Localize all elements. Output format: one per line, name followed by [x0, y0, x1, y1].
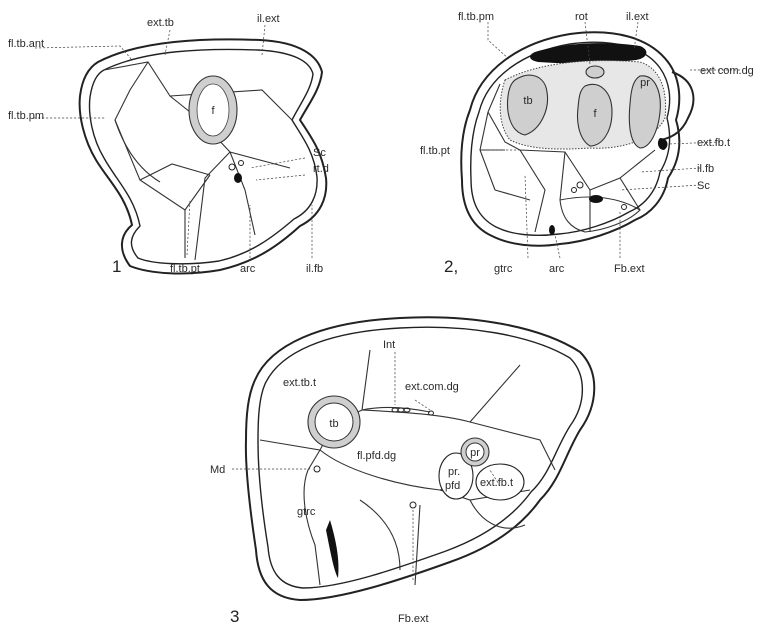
fig2-label-ext-fb-t: ext.fb.t — [697, 137, 730, 149]
fig3-inner-outline — [258, 327, 582, 588]
fig1-label-sc: Sc — [313, 147, 326, 159]
fig2-label-il-fb: il.fb — [697, 163, 714, 175]
fig2-label-pr: pr — [640, 77, 650, 89]
fig2-label-arc: arc — [549, 263, 565, 275]
figure-3: tb pr Int ext.tb.t ext.com.dg Md fl.pfd.… — [210, 317, 594, 626]
fig3-label-pr: pr — [470, 447, 480, 459]
figure-1: f fl.tb.ant ext.tb il.ext fl.tb.pm Sc rt… — [8, 13, 329, 276]
fig2-label-sc: Sc — [697, 180, 710, 192]
fig2-label-rot: rot — [575, 11, 588, 23]
fig2-extensor-black-band — [530, 43, 646, 63]
fig1-vessel-small-2 — [239, 161, 244, 166]
figure-2: tb f pr fl.tb.pm rot il.ext ext com.dg f… — [420, 11, 754, 276]
fig1-label-fl-tb-pm: fl.tb.pm — [8, 110, 44, 122]
fig1-label-arc: arc — [240, 263, 256, 275]
fig2-vessel-3 — [577, 182, 583, 188]
fig3-gtrc-black-band — [326, 520, 339, 578]
fig1-tibialis-posterior-edge — [115, 120, 185, 258]
fig3-label-ext-fb-t: ext.fb.t — [480, 477, 513, 489]
fig2-vessel-4 — [572, 188, 577, 193]
fig1-label-fl-tb-pt: fl.tb.pt — [170, 263, 200, 275]
fig3-number: 3 — [230, 607, 239, 626]
fig3-label-fl-pfd-dg: fl.pfd.dg — [357, 450, 396, 462]
fig2-label-gtrc: gtrc — [494, 263, 513, 275]
fig2-label-fl-tb-pm: fl.tb.pm — [458, 11, 494, 23]
fig3-fb-ext-vessel — [410, 502, 416, 508]
fig2-vessel-5 — [622, 205, 627, 210]
fig3-label-fb-ext: Fb.ext — [398, 613, 429, 625]
fig1-label-ext-tb: ext.tb — [147, 17, 174, 29]
fig2-vessel-2 — [549, 225, 555, 235]
fig2-rot-mass — [586, 66, 604, 78]
fig2-label-fl-tb-pt: fl.tb.pt — [420, 145, 450, 157]
fig3-label-pr-pfd-1: pr. — [448, 466, 460, 478]
fig1-vessel — [234, 173, 242, 183]
fig2-label-tb: tb — [523, 95, 532, 107]
fig3-label-int: Int — [383, 339, 395, 351]
fig2-label-ext-com-dg: ext com.dg — [700, 65, 754, 77]
fig1-outer-outline — [80, 39, 327, 273]
fig3-outer-outline — [246, 317, 594, 600]
fig2-number: 2, — [444, 257, 458, 276]
fig2-ext-fb-t-black — [658, 138, 668, 150]
fig3-label-pr-pfd-2: pfd — [445, 480, 460, 492]
fig3-label-ext-tb-t: ext.tb.t — [283, 377, 316, 389]
fig2-label-il-ext: il.ext — [626, 11, 649, 23]
fig1-label-rt-d: rt.d — [313, 163, 329, 175]
fig2-label-fb-ext: Fb.ext — [614, 263, 645, 275]
fig1-label-fl-tb-ant: fl.tb.ant — [8, 38, 44, 50]
fig1-label-il-fb: il.fb — [306, 263, 323, 275]
fig3-label-ext-com-dg: ext.com.dg — [405, 381, 459, 393]
fig3-label-md: Md — [210, 464, 225, 476]
fig3-label-gtrc: gtrc — [297, 506, 316, 518]
fig1-label-il-ext: il.ext — [257, 13, 280, 25]
fig3-label-tb: tb — [329, 418, 338, 430]
fig3-md-vessel — [314, 466, 320, 472]
fig1-vessel-small — [229, 164, 235, 170]
fig2-vessel-1 — [589, 195, 603, 203]
fig1-number: 1 — [112, 257, 121, 276]
